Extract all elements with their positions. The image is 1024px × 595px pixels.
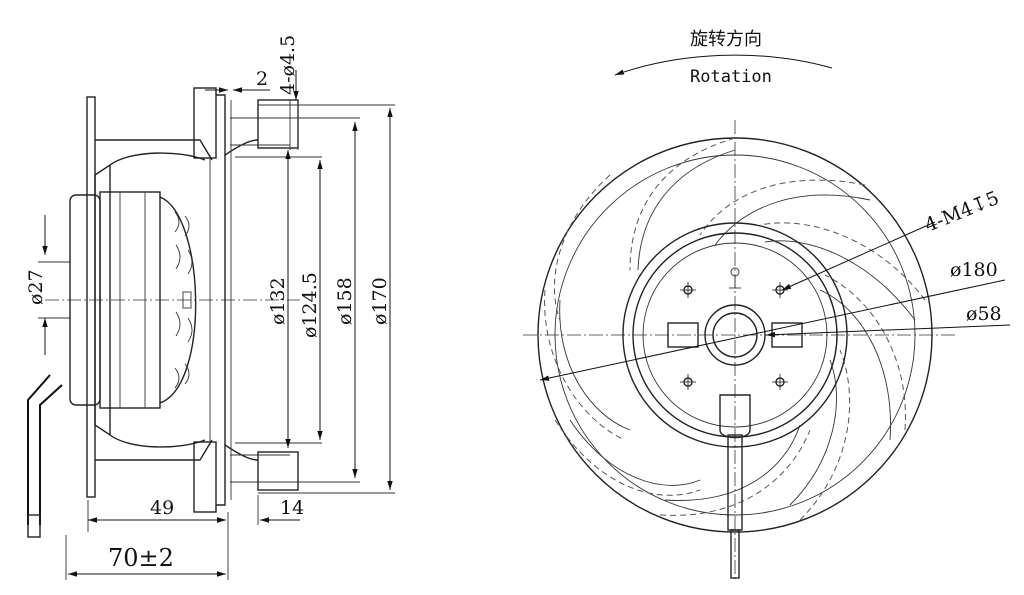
dim-d170: ø170 — [369, 277, 391, 325]
cable-gland — [719, 394, 751, 439]
cable-outer — [27, 374, 51, 525]
dim-total: 70±2 — [108, 544, 174, 572]
cable-tail — [730, 529, 740, 579]
mounting-holes — [680, 267, 788, 390]
dim-d132: ø132 — [267, 277, 289, 325]
hub-inner — [642, 242, 828, 428]
dim-shaft-label: ø27 — [25, 269, 47, 305]
leader-d180 — [539, 279, 1006, 381]
cable-inner — [39, 384, 63, 525]
inlet-ring-bottom — [216, 443, 259, 506]
dim-hole-spec: 4-ø4.5 — [277, 35, 299, 95]
label-thread-spec: 4-M4↧5 — [922, 187, 1003, 237]
inlet-ring-top — [216, 94, 259, 157]
shaft-outer — [704, 304, 766, 366]
cable-end — [27, 514, 41, 538]
flange-bottom — [257, 451, 299, 491]
impeller-top-shroud — [95, 139, 213, 161]
rotation-label-cn: 旋转方向 — [690, 29, 762, 50]
impeller-inner-circle — [554, 154, 916, 516]
diameter-dims — [230, 104, 395, 494]
shaft-inner — [712, 312, 758, 358]
rotation-arrow — [614, 54, 833, 76]
side-view: ø27 ø132 ø124.5 ø158 ø170 4-ø4.5 2 — [25, 35, 395, 580]
hub-slot-left — [667, 322, 699, 348]
mounting-plate — [86, 96, 96, 498]
shroud-inner-bottom — [109, 434, 206, 448]
rotor-slots — [174, 211, 193, 389]
dim-d158: ø158 — [334, 277, 356, 325]
rotation-label-en: Rotation — [690, 67, 772, 87]
blade-top — [193, 87, 217, 159]
dim-d124-5: ø124.5 — [299, 272, 321, 338]
label-d180: ø180 — [950, 259, 998, 281]
hub-outer — [622, 222, 848, 448]
rotor-dome — [159, 196, 197, 404]
front-view: 旋转方向 Rotation — [523, 29, 1011, 580]
dim-14: 14 — [280, 497, 304, 519]
impeller-bottom-shroud — [95, 439, 213, 461]
blade-bottom — [193, 441, 217, 513]
shroud-inner-top — [109, 152, 206, 166]
impeller-blades — [544, 137, 926, 521]
label-d58: ø58 — [966, 303, 1002, 325]
dim-49: 49 — [150, 497, 174, 519]
dim-thickness: 2 — [256, 68, 268, 90]
motor-body — [99, 191, 161, 409]
flange-top — [257, 99, 299, 149]
leader-thread — [781, 221, 936, 291]
leader-d58 — [765, 324, 1011, 338]
